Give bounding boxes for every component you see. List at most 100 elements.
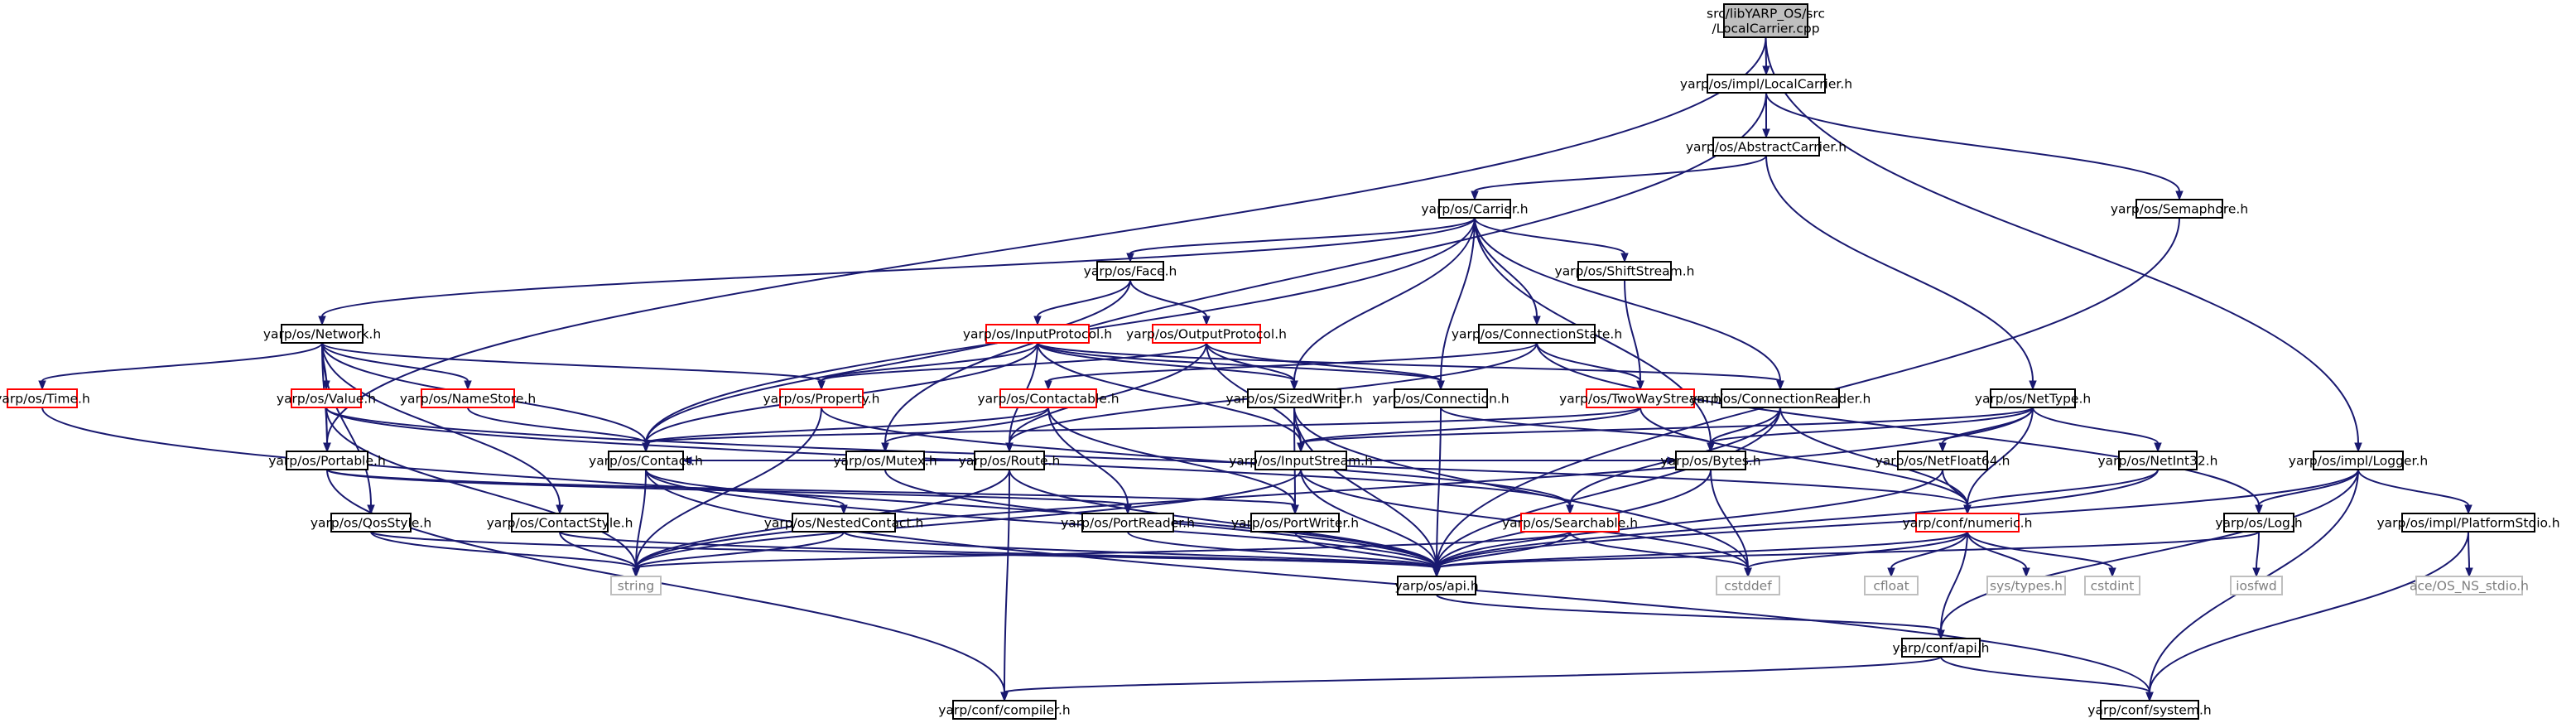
node-contactable[interactable]: yarp/os/Contactable.h — [977, 388, 1119, 408]
node-label: yarp/os/PortWriter.h — [1231, 516, 1359, 531]
dependency-edge — [321, 342, 822, 382]
node-system[interactable]: yarp/conf/system.h — [2087, 700, 2212, 720]
node-shiftstream[interactable]: yarp/os/ShiftStream.h — [1555, 261, 1695, 281]
node-box — [985, 324, 1090, 344]
node-bytes[interactable]: yarp/os/Bytes.h — [1660, 451, 1761, 470]
node-route[interactable]: yarp/os/Route.h — [959, 451, 1061, 470]
dependency-edge — [1294, 531, 1437, 569]
node-face[interactable]: yarp/os/Face.h — [1084, 261, 1177, 281]
dependency-edge — [1009, 342, 1207, 444]
node-abstractcarrier[interactable]: yarp/os/AbstractCarrier.h — [1686, 137, 1847, 157]
node-compiler[interactable]: yarp/conf/compiler.h — [938, 700, 1071, 720]
dependency-edge — [1536, 342, 1641, 382]
dependency-edge — [1037, 279, 1131, 317]
dependency-arrowhead — [2108, 567, 2116, 578]
dependency-edge — [1436, 469, 2359, 569]
node-logger[interactable]: yarp/os/impl/Logger.h — [2289, 451, 2428, 470]
dependency-arrowhead — [681, 456, 692, 465]
node-label: yarp/conf/system.h — [2087, 703, 2211, 718]
dependency-edge — [645, 469, 1437, 569]
node-connection[interactable]: yarp/os/Connection.h — [1372, 388, 1509, 408]
node-box — [1250, 513, 1340, 533]
node-log[interactable]: yarp/os/Log.h — [2215, 513, 2303, 533]
node-box — [974, 451, 1045, 470]
dependency-edge — [467, 407, 647, 444]
node-localcarrier[interactable]: yarp/os/impl/LocalCarrier.h — [1680, 74, 1852, 94]
node-twowaystream[interactable]: yarp/os/TwoWayStream.h — [1559, 388, 1721, 408]
node-root[interactable]: src/libYARP_OS/src/LocalCarrier.cpp — [1707, 3, 1825, 38]
dependency-edge — [1890, 531, 1968, 569]
node-label: yarp/os/ShiftStream.h — [1555, 264, 1695, 279]
node-inputprotocol[interactable]: yarp/os/InputProtocol.h — [963, 324, 1112, 344]
node-portwriter[interactable]: yarp/os/PortWriter.h — [1231, 513, 1359, 533]
dependency-edge — [1569, 531, 1749, 569]
node-namestore[interactable]: yarp/os/NameStore.h — [400, 388, 536, 408]
node-label: yarp/os/SizedWriter.h — [1225, 392, 1362, 407]
node-cfloat: cfloat — [1864, 576, 1919, 595]
dependency-arrowhead — [318, 316, 326, 326]
node-searchable[interactable]: yarp/os/Searchable.h — [1502, 513, 1638, 533]
node-portreader[interactable]: yarp/os/PortReader.h — [1061, 513, 1195, 533]
node-label: yarp/conf/api.h — [1892, 641, 1989, 656]
dependency-arrowhead — [38, 380, 46, 391]
node-nestedcontact[interactable]: yarp/os/NestedContact.h — [764, 513, 924, 533]
node-box — [2313, 451, 2404, 470]
node-netint32[interactable]: yarp/os/NetInt32.h — [2097, 451, 2218, 470]
node-label: cstddef — [1724, 579, 1772, 594]
dependency-edge — [1300, 407, 1641, 444]
node-label: ace/OS_NS_stdio.h — [2410, 579, 2529, 595]
node-osapi[interactable]: yarp/os/api.h — [1394, 576, 1479, 595]
dependency-edge — [1474, 217, 1625, 254]
node-network[interactable]: yarp/os/Network.h — [263, 324, 381, 344]
dependency-edge — [41, 407, 1437, 569]
node-connectionreader[interactable]: yarp/os/ConnectionReader.h — [1690, 388, 1871, 408]
node-box — [511, 513, 609, 533]
node-label: yarp/os/ContactStyle.h — [487, 516, 633, 531]
node-box — [1438, 199, 1511, 219]
node-mutex[interactable]: yarp/os/Mutex.h — [833, 451, 937, 470]
dependency-arrowhead — [1000, 692, 1009, 702]
node-connectionstate[interactable]: yarp/os/ConnectionState.h — [1452, 324, 1622, 344]
node-qosstyle[interactable]: yarp/os/QosStyle.h — [311, 513, 431, 533]
dependency-edge — [1967, 531, 2113, 569]
dependency-arrowhead — [1762, 65, 1770, 76]
dependency-arrowhead — [1202, 316, 1211, 326]
dependency-arrowhead — [1744, 567, 1752, 578]
dependency-edge — [1047, 407, 1296, 506]
node-carrier[interactable]: yarp/os/Carrier.h — [1421, 199, 1529, 219]
dependency-edge — [821, 407, 1571, 506]
node-numeric[interactable]: yarp/conf/numeric.h — [1903, 513, 2033, 533]
dependency-arrowhead — [2252, 567, 2261, 578]
dependency-edge — [1942, 469, 1968, 506]
node-outputprotocol[interactable]: yarp/os/OutputProtocol.h — [1126, 324, 1287, 344]
dependency-arrowhead — [1297, 442, 1305, 453]
dependency-arrowhead — [1471, 190, 1479, 201]
node-contact[interactable]: yarp/os/Contact.h — [589, 451, 703, 470]
node-contactstyle[interactable]: yarp/os/ContactStyle.h — [487, 513, 633, 533]
node-portable[interactable]: yarp/os/Portable.h — [268, 451, 386, 470]
node-property[interactable]: yarp/os/Property.h — [763, 388, 880, 408]
node-semaphore[interactable]: yarp/os/Semaphore.h — [2111, 199, 2248, 219]
node-box — [1675, 451, 1746, 470]
node-label: yarp/os/QosStyle.h — [311, 516, 431, 531]
node-label: yarp/os/Bytes.h — [1660, 454, 1760, 469]
node-box — [1520, 513, 1620, 533]
node-nettype[interactable]: yarp/os/NetType.h — [1975, 388, 2091, 408]
dependency-edge — [325, 407, 637, 569]
dependency-arrowhead — [1707, 442, 1715, 453]
node-platformstdio[interactable]: yarp/os/impl/PlatformStdio.h — [2376, 513, 2560, 533]
node-confapi[interactable]: yarp/conf/api.h — [1892, 638, 1990, 658]
dependency-edge — [1710, 407, 2034, 444]
node-label: yarp/os/impl/PlatformStdio.h — [2376, 516, 2559, 531]
node-label: yarp/os/ConnectionReader.h — [1690, 392, 1871, 407]
node-sizedwriter[interactable]: yarp/os/SizedWriter.h — [1225, 388, 1363, 408]
node-time[interactable]: yarp/os/Time.h — [0, 388, 90, 408]
node-label: src/libYARP_OS/src — [1707, 7, 1825, 22]
dependency-arrowhead — [2354, 442, 2362, 453]
node-value[interactable]: yarp/os/Value.h — [277, 388, 376, 408]
dependency-arrowhead — [632, 567, 640, 578]
node-netfloat64[interactable]: yarp/os/NetFloat64.h — [1875, 451, 2010, 470]
node-label: yarp/os/Semaphore.h — [2111, 202, 2248, 217]
node-box — [779, 388, 864, 408]
node-inputstream[interactable]: yarp/os/InputStream.h — [1229, 451, 1373, 470]
